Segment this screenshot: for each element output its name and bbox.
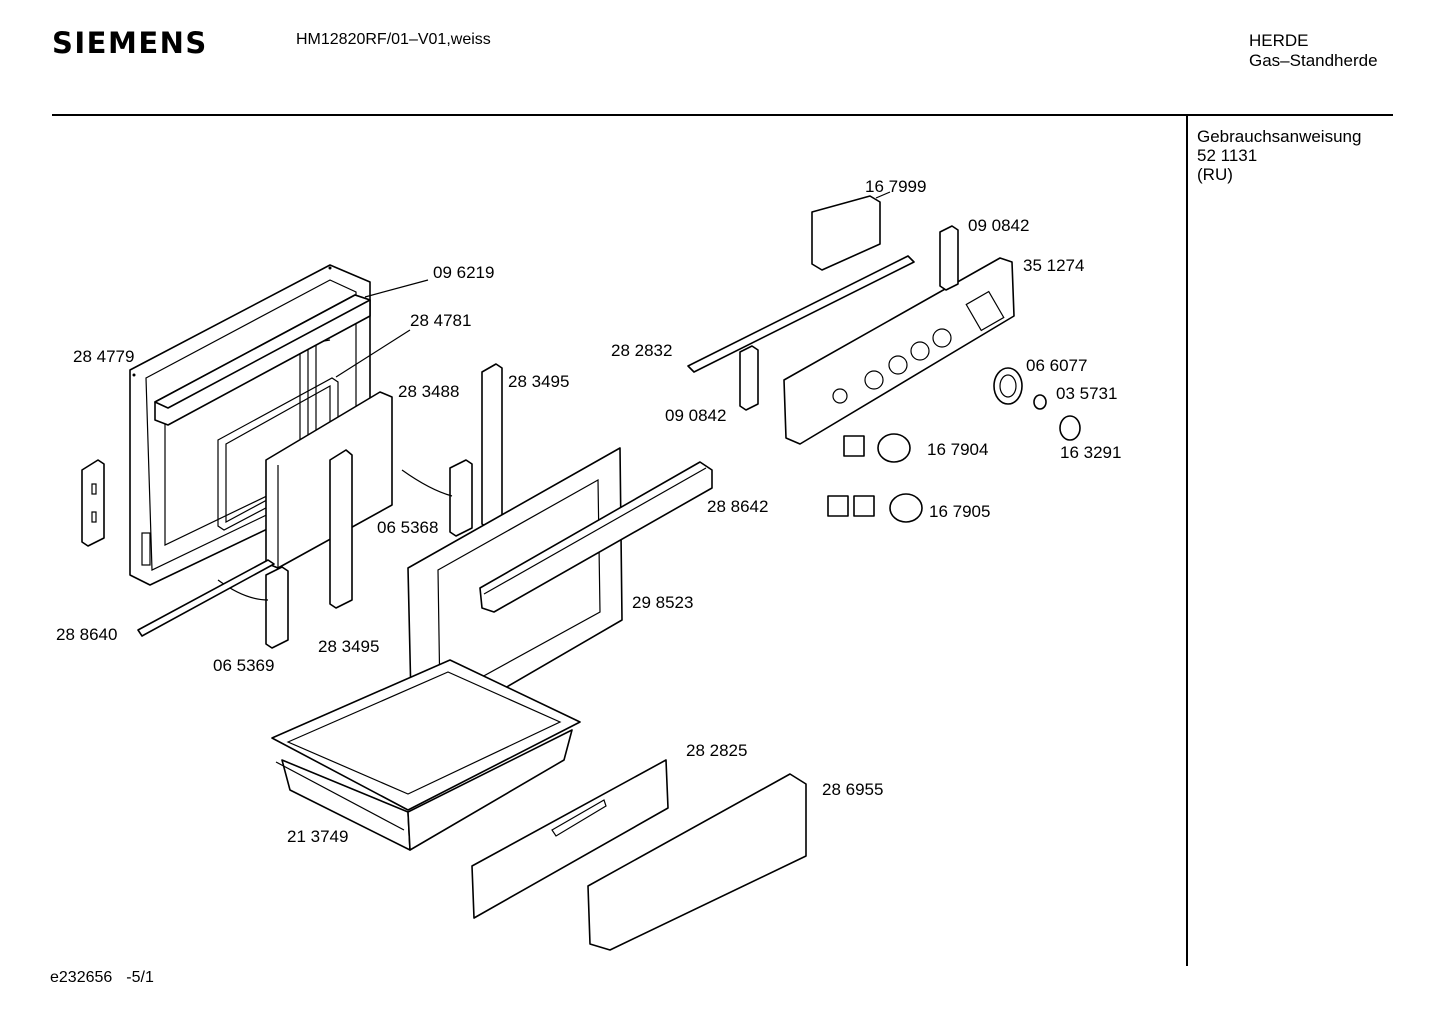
- part-label: 28 8640: [56, 625, 118, 644]
- hinge-rail-part: [329, 363, 503, 609]
- panel-bracket-part: [739, 345, 759, 411]
- part-label: 28 4781: [410, 311, 472, 330]
- part-label: 16 7905: [929, 502, 991, 521]
- part-label: 28 6955: [822, 780, 884, 799]
- part-label: 16 7999: [865, 177, 927, 196]
- part-label: 29 8523: [632, 593, 694, 612]
- knob-parts: [993, 367, 1081, 441]
- footer: e232656 -5/1: [50, 969, 168, 987]
- plinth-cover-part: [587, 773, 807, 951]
- part-label: 09 0842: [665, 406, 727, 425]
- kick-panel-part: [471, 759, 669, 919]
- part-label: 28 3488: [398, 382, 460, 401]
- header-divider: [52, 114, 1393, 116]
- part-label: 16 3291: [1060, 443, 1122, 462]
- part-label: 35 1274: [1023, 256, 1085, 275]
- doc-number: 52 1131: [1197, 146, 1258, 165]
- part-label: 16 7904: [927, 440, 989, 459]
- part-label: 28 8642: [707, 497, 769, 516]
- side-bracket-part: [81, 459, 105, 547]
- door-top-bar-part: [154, 279, 429, 426]
- sidebar-divider: [1186, 116, 1188, 966]
- appliance-category: HERDE Gas–Standherde: [1249, 31, 1378, 71]
- storage-drawer-part: [271, 659, 581, 851]
- part-label: 28 3495: [508, 372, 570, 391]
- part-label: 06 5369: [213, 656, 275, 675]
- part-label: 28 2832: [611, 341, 673, 360]
- control-rail-part: [687, 255, 915, 373]
- hinge-assembly-part: [217, 459, 473, 649]
- documentation-block: Gebrauchsanweisung 52 1131 (RU): [1197, 127, 1361, 184]
- timer-module-part: [811, 195, 881, 271]
- doc-language: (RU): [1197, 165, 1233, 184]
- doc-title: Gebrauchsanweisung: [1197, 127, 1362, 146]
- model-number: HM12820RF/01–V01,weiss: [296, 31, 491, 48]
- drawing-id: e232656: [50, 969, 113, 986]
- switch-parts: [827, 433, 923, 523]
- part-label: 21 3749: [287, 827, 349, 846]
- part-label: 28 4779: [73, 347, 135, 366]
- control-panel-part: [783, 257, 1015, 445]
- part-label: 09 0842: [968, 216, 1030, 235]
- page-number: -5/1: [126, 969, 154, 986]
- part-label: 06 6077: [1026, 356, 1088, 375]
- category-line-1: HERDE: [1249, 31, 1309, 50]
- brand-logo: SIEMENS: [52, 26, 208, 60]
- part-label: 06 5368: [377, 518, 439, 537]
- part-label: 09 6219: [433, 263, 495, 282]
- part-label: 28 2825: [686, 741, 748, 760]
- door-bottom-strip-part: [137, 559, 275, 637]
- category-line-2: Gas–Standherde: [1249, 51, 1378, 70]
- panel-bracket-part: [939, 225, 959, 291]
- part-label: 03 5731: [1056, 384, 1118, 403]
- part-label: 28 3495: [318, 637, 380, 656]
